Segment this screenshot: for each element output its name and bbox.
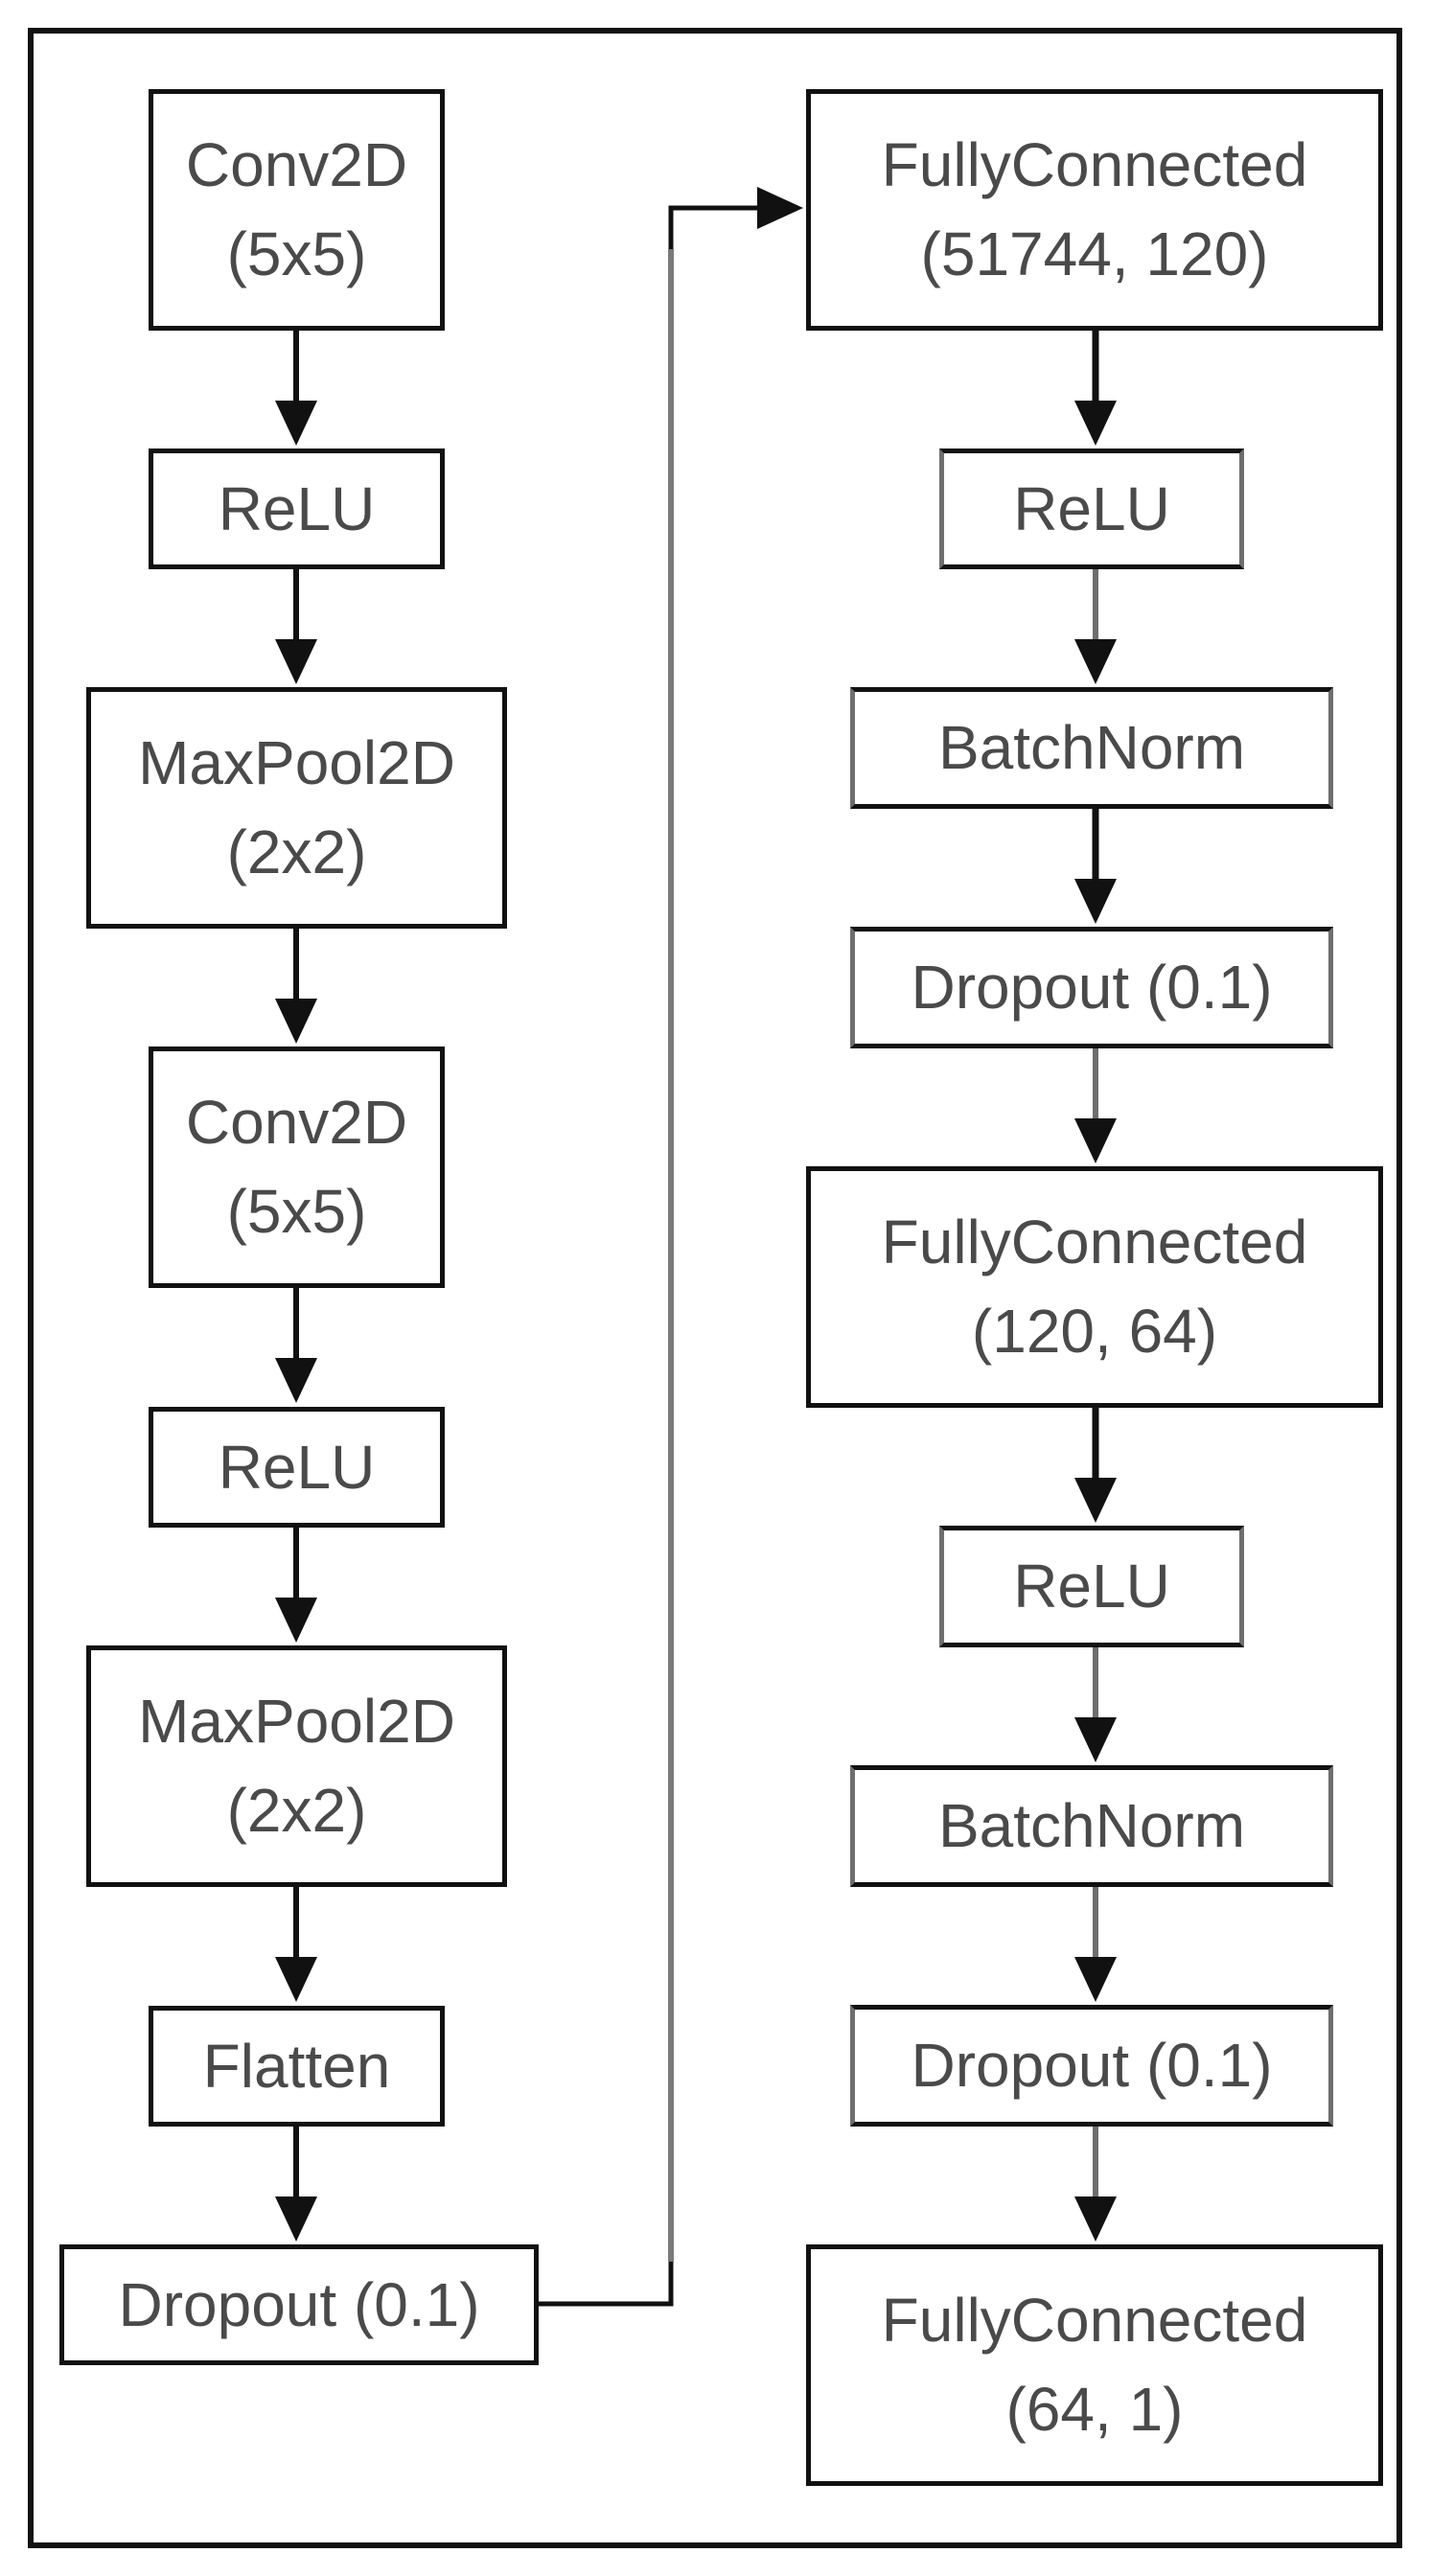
node-sublabel: (5x5) <box>226 219 367 288</box>
flatten-node: Flatten <box>149 2006 445 2127</box>
dropout-node-2: Dropout (0.1) <box>850 927 1333 1048</box>
edge-conv2d-2-to-relu-2 <box>275 1288 317 1403</box>
node-label: BatchNorm <box>937 1791 1246 1861</box>
edge-batchnorm-1-to-dropout-2 <box>1074 809 1117 924</box>
node-label: Flatten <box>202 2031 391 2101</box>
relu-node-1: ReLU <box>149 448 445 569</box>
conv2d-node-1: Conv2D (5x5) <box>149 89 445 331</box>
diagram-frame <box>28 28 1402 2548</box>
edge-relu-3-to-batchnorm-1 <box>1074 569 1117 684</box>
edge-dropout-1-to-fc-1 <box>539 187 803 2307</box>
node-label: FullyConnected <box>881 2286 1308 2356</box>
node-label: BatchNorm <box>937 713 1246 783</box>
edge-fc-2-to-relu-4 <box>1074 1408 1117 1523</box>
batchnorm-node-2: BatchNorm <box>850 1765 1333 1887</box>
maxpool2d-node-2: MaxPool2D (2x2) <box>86 1645 507 1887</box>
dropout-node-1: Dropout (0.1) <box>59 2244 539 2365</box>
node-label: Dropout (0.1) <box>118 2269 480 2339</box>
node-label: Dropout (0.1) <box>911 2031 1273 2101</box>
relu-node-4: ReLU <box>939 1526 1244 1647</box>
node-sublabel: (5x5) <box>226 1177 367 1246</box>
edge-dropout-2-to-fc-2 <box>1074 1048 1117 1163</box>
edge-maxpool2d-2-to-flatten <box>275 1887 317 2002</box>
node-label: ReLU <box>218 473 376 543</box>
edge-conv2d-1-to-relu-1 <box>275 331 317 446</box>
node-label: ReLU <box>218 1432 376 1502</box>
node-sublabel: (2x2) <box>226 1776 367 1845</box>
edge-relu-2-to-maxpool2d-2 <box>275 1528 317 1643</box>
edge-flatten-to-dropout-1 <box>275 2127 317 2242</box>
conv2d-node-2: Conv2D (5x5) <box>149 1046 445 1288</box>
node-label: ReLU <box>1013 1552 1170 1622</box>
node-sublabel: (64, 1) <box>1005 2375 1184 2444</box>
node-label: MaxPool2D <box>138 1687 455 1757</box>
node-label: MaxPool2D <box>138 728 455 798</box>
edge-batchnorm-2-to-dropout-3 <box>1074 1887 1117 2002</box>
node-sublabel: (2x2) <box>226 817 367 886</box>
maxpool2d-node-1: MaxPool2D (2x2) <box>86 687 507 929</box>
node-label: Dropout (0.1) <box>911 953 1273 1023</box>
fully-connected-node-2: FullyConnected (120, 64) <box>806 1166 1383 1408</box>
edge-relu-1-to-maxpool2d-1 <box>275 569 317 684</box>
edge-maxpool2d-1-to-conv2d-2 <box>275 929 317 1044</box>
node-label: Conv2D <box>185 1088 408 1158</box>
relu-node-3: ReLU <box>939 448 1244 569</box>
node-sublabel: (120, 64) <box>971 1297 1218 1366</box>
edge-relu-4-to-batchnorm-2 <box>1074 1647 1117 1762</box>
node-label: FullyConnected <box>881 1208 1308 1277</box>
node-label: FullyConnected <box>881 130 1308 200</box>
batchnorm-node-1: BatchNorm <box>850 687 1333 809</box>
relu-node-2: ReLU <box>149 1407 445 1528</box>
node-sublabel: (51744, 120) <box>920 219 1269 288</box>
edge-fc-1-to-relu-3 <box>1074 331 1117 446</box>
fully-connected-node-3: FullyConnected (64, 1) <box>806 2244 1383 2486</box>
fully-connected-node-1: FullyConnected (51744, 120) <box>806 89 1383 331</box>
dropout-node-3: Dropout (0.1) <box>850 2005 1333 2127</box>
edge-dropout-3-to-fc-3 <box>1074 2127 1117 2242</box>
node-label: ReLU <box>1013 473 1170 543</box>
node-label: Conv2D <box>185 130 408 200</box>
